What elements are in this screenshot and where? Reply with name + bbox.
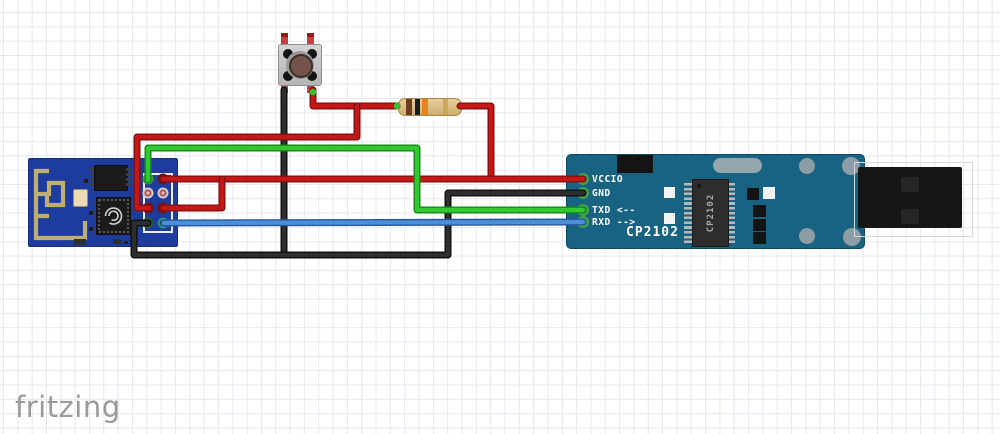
wire-black-ground-bus[interactable] (130, 189, 587, 259)
chip-pin (89, 173, 94, 176)
chip-pin (126, 183, 131, 186)
smd-passive (89, 211, 93, 215)
header-footprint (617, 155, 653, 173)
button-cap[interactable] (289, 54, 313, 78)
smd-passive (89, 227, 93, 231)
button-leg (307, 37, 314, 46)
pin-label-gnd: GND (592, 188, 611, 199)
pin-label-txd: TXD <-- (592, 205, 636, 216)
button-leg (281, 33, 288, 38)
pin-label-rxd: RXD --> (592, 217, 636, 228)
led (664, 213, 675, 224)
smd-component (753, 205, 766, 217)
smd-component (747, 188, 759, 200)
board-tab (74, 239, 86, 245)
button-contact (307, 71, 317, 81)
chip-pin (126, 178, 131, 181)
usb-shell-hole (901, 209, 919, 224)
mount-hole (799, 158, 815, 174)
mount-hole (799, 228, 815, 244)
led (763, 187, 775, 199)
esp-header-outline (143, 173, 173, 233)
pcb-antenna-icon (33, 168, 88, 241)
button-contact (283, 71, 293, 81)
smd-passive (84, 179, 88, 183)
wire-red-button-to-resistor[interactable] (310, 87, 400, 109)
wire-red-resistor-to-rail[interactable] (457, 103, 494, 182)
chip-pin (126, 168, 131, 171)
resistor-band-black (415, 99, 420, 115)
usb-connector (858, 167, 962, 228)
wire-red-button-to-resistor[interactable] (309, 86, 401, 110)
chip-pin (89, 183, 94, 186)
resistor-band-brown (406, 99, 412, 115)
wire-black-ground-bus[interactable] (131, 190, 586, 258)
board-silkscreen-label: CP2102 (626, 225, 679, 240)
wire-blue-rx[interactable] (161, 219, 586, 226)
esp8266-chip (96, 197, 131, 235)
chip-label: CP2102 (705, 193, 716, 233)
fritzing-watermark: fritzing (15, 390, 121, 424)
wire-green-tx[interactable] (144, 144, 587, 214)
mount-hole (842, 157, 860, 175)
crystal (73, 189, 88, 207)
ic-pins (725, 183, 735, 245)
usb-shell-hole (901, 177, 919, 192)
wire-red-resistor-to-rail[interactable] (456, 102, 495, 183)
resistor-band-gold (443, 99, 448, 115)
pin-label-vccio: VCCIO (592, 174, 624, 185)
oscillator (713, 158, 762, 173)
wire-green-tx[interactable] (145, 145, 586, 213)
esp01-module[interactable] (28, 158, 178, 247)
flash-chip (94, 165, 128, 191)
board-tab (113, 239, 122, 244)
resistor[interactable] (398, 98, 462, 116)
esp-spiral-logo-icon (104, 207, 123, 225)
ic-pins (684, 183, 694, 245)
button-leg (281, 37, 288, 46)
chip-pin (126, 173, 131, 176)
led (664, 187, 675, 198)
chip-pin (89, 178, 94, 181)
pushbutton[interactable] (278, 44, 322, 86)
smd-passive (124, 241, 128, 244)
button-contact (307, 49, 317, 59)
mount-hole (843, 228, 861, 246)
chip-pin (89, 168, 94, 171)
pin1-dot (697, 184, 701, 188)
wire-blue-rx[interactable] (160, 218, 587, 227)
button-leg (307, 33, 314, 38)
smd-component (753, 219, 766, 231)
smd-component (753, 232, 766, 244)
cp2102-module[interactable]: VCCIO GND TXD <-- RXD --> CP2102 CP2102 (566, 154, 865, 249)
cp2102-chip: CP2102 (692, 179, 729, 247)
resistor-band-orange (422, 99, 428, 115)
button-contact (283, 49, 293, 59)
usb-shell-outline (854, 162, 973, 237)
